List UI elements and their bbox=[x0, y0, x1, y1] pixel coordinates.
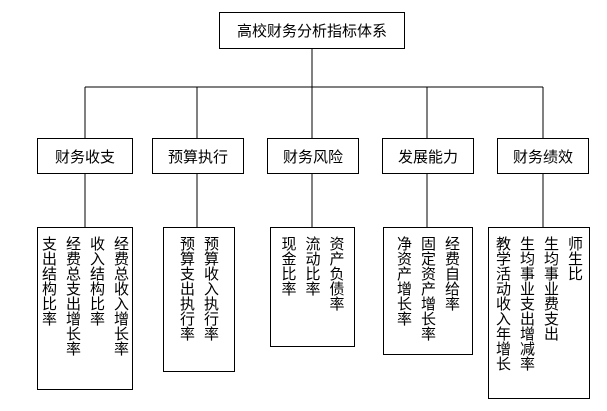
leaf-node-financial-risk: 资产负债率 流动比率 现金比率 bbox=[270, 227, 355, 347]
category-node-development-capacity: 发展能力 bbox=[382, 138, 474, 174]
indicator-item: 生均事业支出增减率 bbox=[518, 236, 536, 371]
leaf-node-development-capacity: 经费自给率 固定资产增长率 净资产增长率 bbox=[383, 227, 473, 355]
category-node-financial-risk: 财务风险 bbox=[267, 138, 359, 174]
leaf-node-finance-income-expense: 经费总收入增长率 收入结构比率 经费总支出增长率 支出结构比率 bbox=[37, 227, 133, 390]
category-label: 财务风险 bbox=[282, 147, 343, 166]
indicator-item: 经费自给率 bbox=[443, 236, 461, 311]
indicator-item: 收入结构比率 bbox=[88, 236, 106, 326]
indicator-item: 支出结构比率 bbox=[40, 236, 58, 326]
category-label: 发展能力 bbox=[397, 147, 458, 166]
indicator-item: 固定资产增长率 bbox=[419, 236, 437, 341]
indicator-item: 现金比率 bbox=[279, 236, 298, 296]
indicator-item: 净资产增长率 bbox=[395, 236, 413, 326]
indicator-item: 预算收入执行率 bbox=[202, 236, 220, 341]
indicator-item: 师生比 bbox=[566, 236, 584, 281]
indicator-item: 流动比率 bbox=[303, 236, 322, 296]
root-node: 高校财务分析指标体系 bbox=[219, 12, 405, 49]
category-node-finance-income-expense: 财务收支 bbox=[37, 138, 133, 174]
root-label: 高校财务分析指标体系 bbox=[236, 22, 387, 40]
indicator-item: 资产负债率 bbox=[327, 236, 346, 311]
indicator-item: 经费总支出增长率 bbox=[64, 236, 82, 356]
indicator-item: 预算支出执行率 bbox=[178, 236, 196, 341]
category-label: 财务绩效 bbox=[512, 147, 573, 166]
leaf-node-financial-performance: 师生比 生均事业费支出 生均事业支出增减率 教学活动收入年增长 bbox=[488, 227, 590, 399]
category-label: 财务收支 bbox=[54, 147, 115, 166]
category-node-budget-execution: 预算执行 bbox=[152, 138, 244, 174]
indicator-item: 经费总收入增长率 bbox=[112, 236, 130, 356]
indicator-item: 教学活动收入年增长 bbox=[494, 236, 512, 371]
indicator-item: 生均事业费支出 bbox=[542, 236, 560, 341]
category-node-financial-performance: 财务绩效 bbox=[497, 138, 589, 174]
leaf-node-budget-execution: 预算收入执行率 预算支出执行率 bbox=[163, 227, 235, 372]
category-label: 预算执行 bbox=[167, 147, 228, 166]
